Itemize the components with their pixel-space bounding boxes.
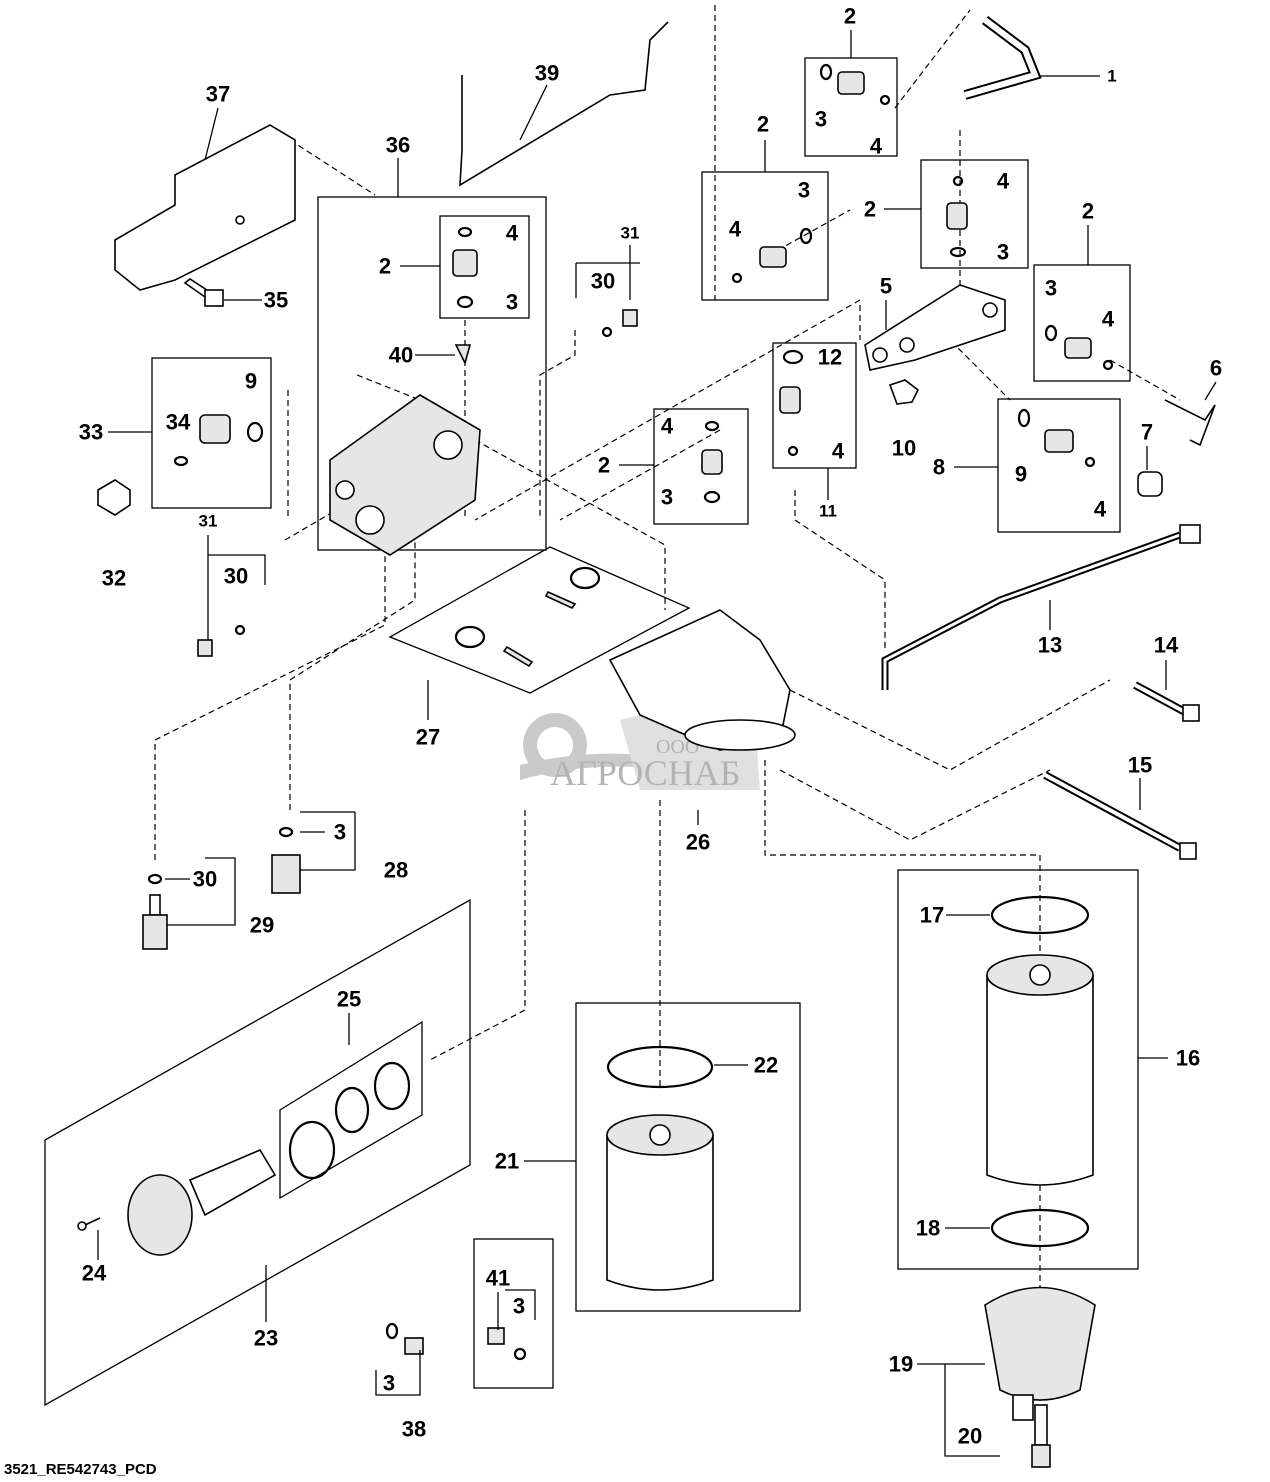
callout: 30 bbox=[591, 269, 615, 294]
leader-lines bbox=[97, 30, 1217, 1457]
callout: 24 bbox=[82, 1261, 107, 1286]
callout: 31 bbox=[621, 224, 640, 243]
callout: 4 bbox=[506, 221, 519, 246]
callout: 20 bbox=[958, 1424, 982, 1449]
callout: 18 bbox=[916, 1216, 940, 1241]
callout: 3 bbox=[383, 1371, 395, 1396]
callout: 2 bbox=[757, 112, 769, 137]
callout: 27 bbox=[416, 725, 440, 750]
callout: 2 bbox=[864, 197, 876, 222]
callout: 2 bbox=[598, 453, 610, 478]
callout: 3 bbox=[1045, 276, 1057, 301]
callout: 8 bbox=[933, 455, 945, 480]
callout: 3 bbox=[661, 485, 673, 510]
callout: 13 bbox=[1038, 633, 1062, 658]
callout: 2 bbox=[379, 254, 391, 279]
callout: 4 bbox=[870, 134, 883, 159]
callout: 4 bbox=[1102, 307, 1115, 332]
callout: 31 bbox=[199, 512, 218, 531]
callout: 34 bbox=[166, 410, 191, 435]
watermark-name: АГРОСНАБ bbox=[550, 753, 740, 793]
callout: 16 bbox=[1176, 1046, 1200, 1071]
callout: 9 bbox=[245, 369, 257, 394]
callout: 30 bbox=[224, 564, 248, 589]
callout: 2 bbox=[844, 4, 856, 29]
callout: 4 bbox=[661, 414, 674, 439]
callout: 4 bbox=[832, 439, 845, 464]
callout: 38 bbox=[402, 1417, 426, 1442]
callout: 4 bbox=[997, 169, 1010, 194]
callout: 21 bbox=[495, 1149, 519, 1174]
callout: 7 bbox=[1141, 420, 1153, 445]
callout: 32 bbox=[102, 566, 126, 591]
callout: 4 bbox=[1094, 497, 1107, 522]
callout: 28 bbox=[384, 858, 408, 883]
callout: 37 bbox=[206, 82, 230, 107]
callout: 1 bbox=[1107, 67, 1116, 86]
callout: 29 bbox=[250, 913, 274, 938]
callout: 3 bbox=[798, 178, 810, 203]
callout: 3 bbox=[815, 107, 827, 132]
watermark-ooo: ООО bbox=[656, 736, 699, 758]
callout: 11 bbox=[819, 502, 837, 521]
callout: 3 bbox=[513, 1294, 525, 1319]
callout-labels: 2 3 4 1 39 37 36 2 3 4 2 4 3 2 4 2 3 35 … bbox=[79, 4, 1222, 1449]
callout: 2 bbox=[1082, 199, 1094, 224]
callout: 3 bbox=[997, 240, 1009, 265]
callout: 39 bbox=[535, 61, 559, 86]
callout: 36 bbox=[386, 133, 410, 158]
callout: 10 bbox=[892, 436, 916, 461]
callout: 41 bbox=[486, 1266, 510, 1291]
callout: 14 bbox=[1154, 633, 1179, 658]
callout: 12 bbox=[818, 345, 842, 370]
callout: 40 bbox=[389, 343, 413, 368]
callout: 25 bbox=[337, 987, 361, 1012]
parts bbox=[77, 16, 1216, 1468]
callout: 33 bbox=[79, 420, 103, 445]
callout: 30 bbox=[193, 867, 217, 892]
callout: 26 bbox=[686, 830, 710, 855]
callout: 6 bbox=[1210, 356, 1222, 381]
callout: 35 bbox=[264, 288, 288, 313]
callout: 22 bbox=[754, 1053, 778, 1078]
assembly-lines bbox=[154, 5, 1181, 1450]
callout: 9 bbox=[1015, 462, 1027, 487]
callout: 17 bbox=[920, 903, 944, 928]
callout: 5 bbox=[880, 274, 892, 299]
callout: 3 bbox=[334, 820, 346, 845]
callout: 15 bbox=[1128, 753, 1152, 778]
diagram-id: 3521_RE542743_PCD bbox=[4, 1461, 157, 1478]
callout: 3 bbox=[506, 290, 518, 315]
callout: 19 bbox=[889, 1352, 913, 1377]
callout: 23 bbox=[254, 1326, 278, 1351]
callout: 4 bbox=[729, 217, 742, 242]
